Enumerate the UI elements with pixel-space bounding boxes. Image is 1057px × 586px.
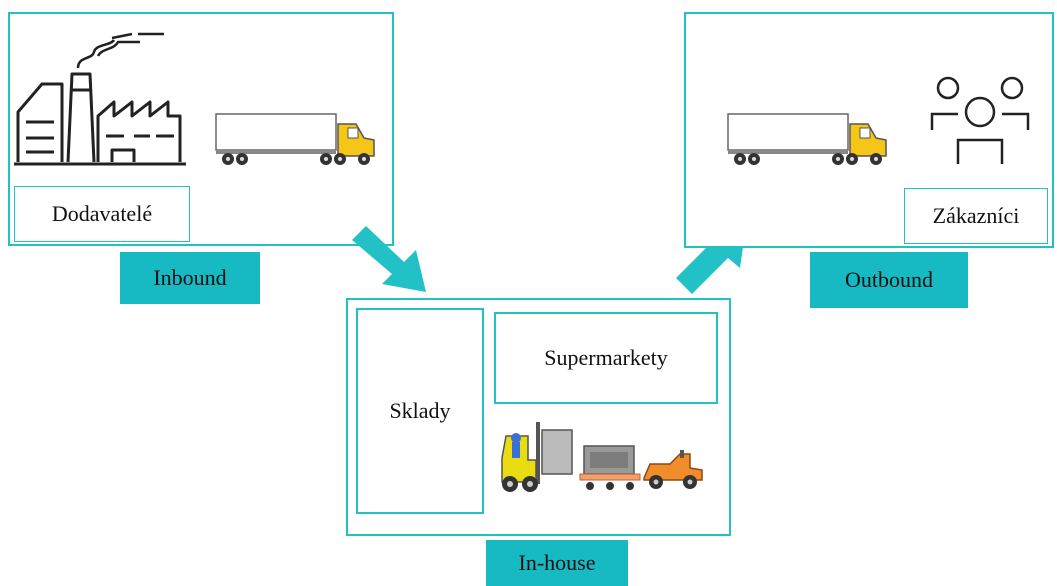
warehouse-box: Sklady — [356, 308, 484, 514]
supermarket-box: Supermarkety — [494, 312, 718, 404]
supplier-box: Dodavatelé — [14, 186, 190, 242]
arrow-down-right-icon — [352, 226, 426, 292]
customers-icon — [930, 76, 1030, 164]
inhouse-tag: In-house — [486, 540, 628, 586]
outbound-tag: Outbound — [810, 252, 968, 308]
outbound-tag-label: Outbound — [845, 267, 933, 292]
truck-icon — [215, 113, 375, 165]
inbound-tag: Inbound — [120, 252, 260, 304]
supplier-label: Dodavatelé — [51, 201, 153, 226]
tugger-icon — [643, 450, 703, 489]
customer-label: Zákazníci — [932, 203, 1020, 228]
truck-icon — [727, 113, 887, 165]
inbound-tag-label: Inbound — [153, 265, 227, 290]
factory-icon — [14, 32, 186, 166]
warehouse-label: Sklady — [389, 398, 451, 423]
pallet-icon — [579, 445, 641, 490]
inhouse-tag-label: In-house — [518, 550, 596, 575]
forklift-icon — [501, 422, 573, 492]
supermarket-label: Supermarkety — [544, 345, 668, 370]
customer-box: Zákazníci — [904, 188, 1048, 244]
